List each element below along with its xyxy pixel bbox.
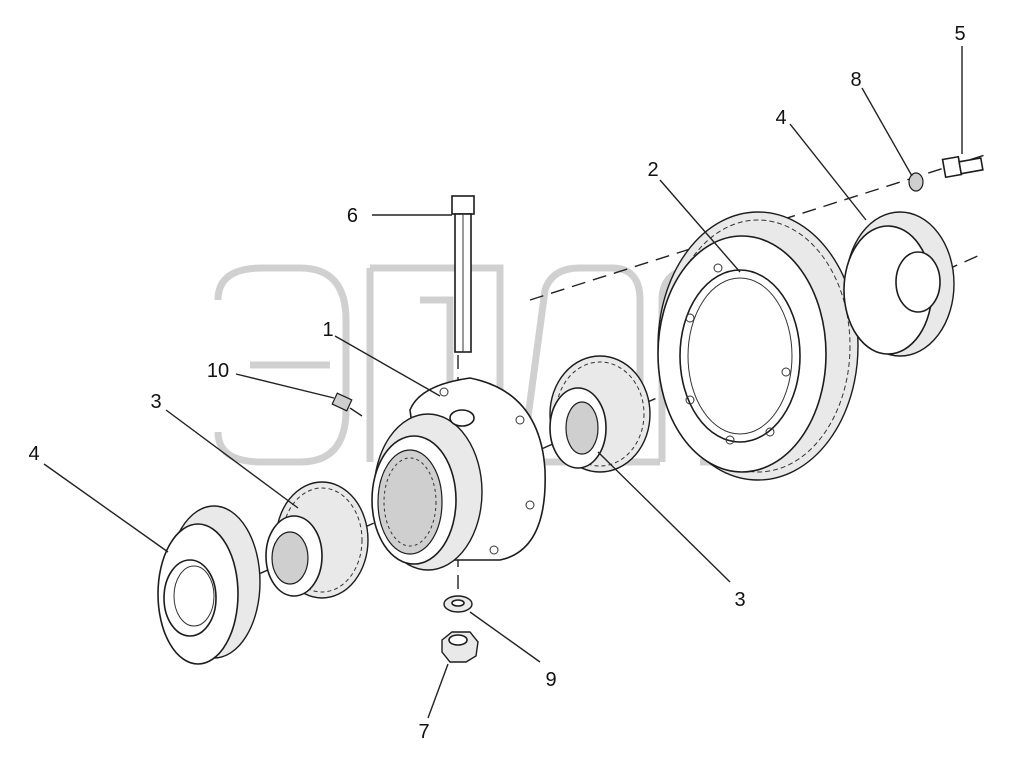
leader-8 bbox=[861, 87, 913, 177]
part-washer bbox=[443, 595, 473, 613]
part-spline-gear-right bbox=[549, 355, 651, 473]
part-nut bbox=[441, 631, 479, 663]
callout-10: 10 bbox=[207, 360, 229, 382]
part-short-bolt bbox=[941, 155, 984, 179]
part-ring-gear bbox=[657, 211, 859, 481]
leader-4b bbox=[789, 123, 867, 221]
callout-5: 5 bbox=[954, 23, 965, 45]
leader-9 bbox=[469, 611, 541, 663]
callout-4-left: 4 bbox=[28, 443, 39, 465]
leader-4a bbox=[43, 463, 169, 553]
callout-1: 1 bbox=[322, 319, 333, 341]
part-housing bbox=[371, 377, 546, 571]
part-spline-gear-left bbox=[265, 481, 369, 599]
callout-2: 2 bbox=[647, 159, 658, 181]
part-long-bolt bbox=[451, 195, 475, 353]
callout-3-right: 3 bbox=[734, 589, 745, 611]
callout-9: 9 bbox=[545, 669, 556, 691]
part-cover-left bbox=[157, 505, 261, 665]
callout-4-right: 4 bbox=[775, 107, 786, 129]
leader-10 bbox=[235, 373, 335, 399]
callout-7: 7 bbox=[418, 721, 429, 743]
leader-2 bbox=[659, 179, 741, 273]
callout-8: 8 bbox=[850, 69, 861, 91]
callout-3-left: 3 bbox=[150, 391, 161, 413]
callout-6: 6 bbox=[347, 205, 358, 227]
part-small-washer bbox=[908, 172, 924, 192]
part-cover-right bbox=[843, 211, 955, 357]
leader-7 bbox=[427, 663, 449, 719]
leader-1 bbox=[334, 335, 441, 397]
leader-3a bbox=[165, 409, 299, 509]
part-grease-fitting bbox=[331, 392, 363, 417]
leader-3b bbox=[597, 451, 731, 583]
